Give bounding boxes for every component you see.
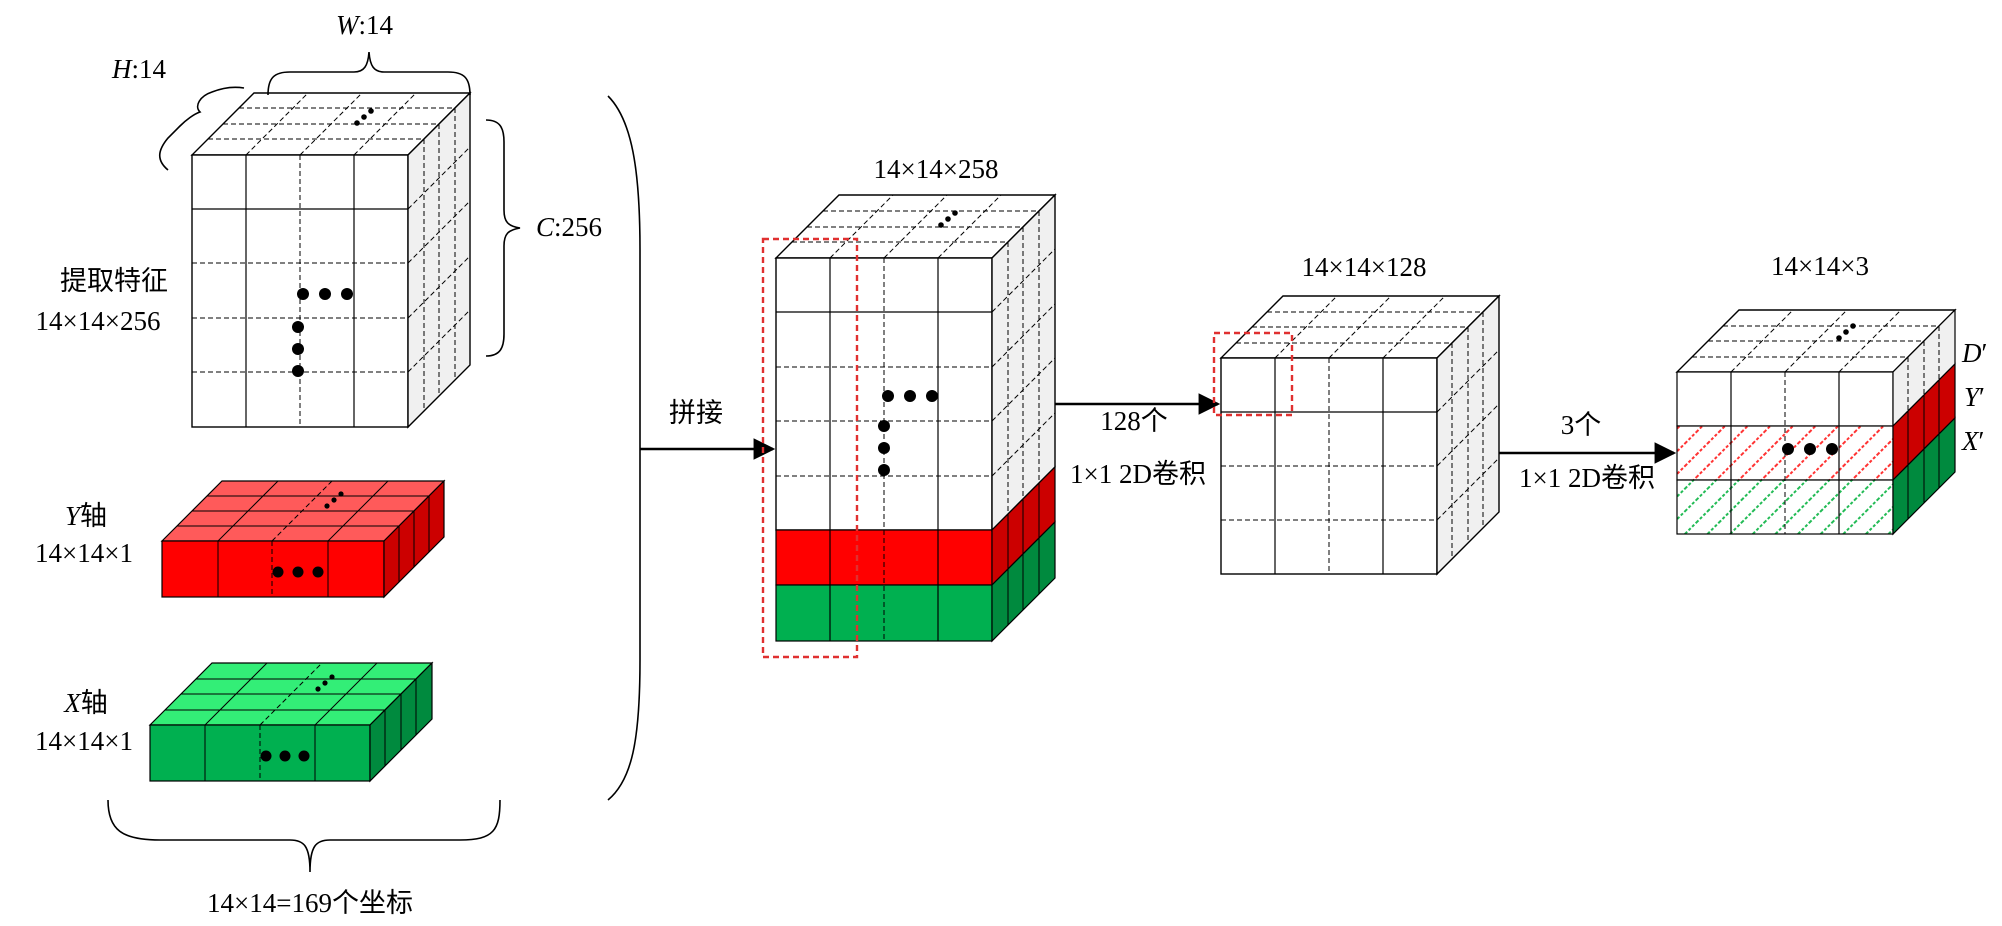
bottom-brace: [107, 799, 501, 873]
c-label: C:256: [536, 212, 602, 242]
concat-cube: [761, 193, 1057, 659]
x-axis-dims: 14×14×1: [35, 726, 133, 756]
output-ellipsis-dots: [1782, 323, 1856, 455]
conv1-count: 128个: [1100, 406, 1168, 436]
conv1-dims: 14×14×128: [1302, 252, 1427, 282]
concat-dims: 14×14×258: [874, 154, 999, 184]
feature-ellipsis-dots: [292, 108, 374, 377]
y-axis-dims: 14×14×1: [35, 538, 133, 568]
output-dims: 14×14×3: [1771, 251, 1869, 281]
concat-label: 拼接: [669, 398, 723, 428]
conv1-kernel: 1×1 2D卷积: [1070, 459, 1206, 489]
y-axis-slab: [160, 479, 446, 599]
output-cube: [1675, 308, 1957, 536]
output-x-label: X′: [1961, 426, 1984, 456]
y-slab-front: [161, 540, 385, 598]
x-axis-slab: [148, 661, 434, 783]
y-axis-title: Y轴: [65, 501, 107, 531]
h-label: H:14: [111, 54, 167, 84]
h-brace: [158, 86, 245, 171]
feature-cube: [190, 91, 472, 429]
bottom-caption: 14×14=169个坐标: [207, 888, 413, 918]
x-ellipsis-dots: [260, 674, 335, 762]
output-y-label: Y′: [1964, 382, 1985, 412]
c-brace: [485, 119, 521, 357]
w-label: W:14: [336, 10, 394, 40]
concat-ellipsis-dots: [878, 210, 958, 476]
feature-dims: 14×14×256: [36, 306, 161, 336]
y-ellipsis-dots: [272, 491, 344, 578]
conv2-count: 3个: [1561, 410, 1602, 440]
conv1-cube: [1212, 294, 1501, 576]
conv2-kernel: 1×1 2D卷积: [1519, 463, 1655, 493]
group-bracket: [607, 95, 641, 801]
w-brace: [267, 51, 471, 96]
feature-title: 提取特征: [60, 266, 168, 296]
output-d-label: D′: [1961, 338, 1987, 368]
concat-highlight-box: [761, 237, 859, 659]
x-axis-title: X轴: [63, 688, 108, 718]
